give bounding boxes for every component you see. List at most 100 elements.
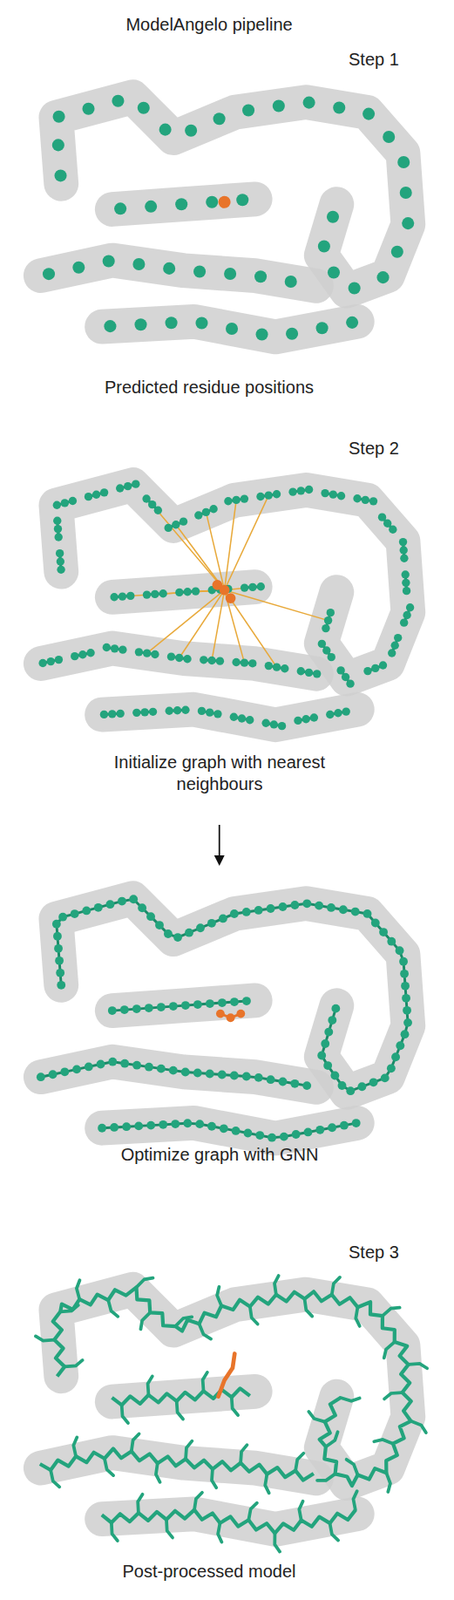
residue-dot: [255, 1130, 265, 1139]
residue-dot: [230, 1070, 239, 1080]
residue-dot: [338, 904, 348, 914]
residue-dot: [285, 327, 299, 340]
residue-dot: [132, 257, 145, 271]
residue-dot: [103, 319, 116, 333]
residue-dot: [284, 275, 298, 288]
residue-dot: [96, 1059, 106, 1069]
residue-dot: [326, 902, 336, 912]
residue-dot: [109, 1122, 119, 1132]
residue-dot: [184, 928, 194, 937]
step-label: Step 2: [348, 437, 400, 460]
residue-dot: [362, 108, 375, 121]
residue-dot: [231, 495, 240, 504]
residue-dot: [181, 1000, 190, 1010]
residue-dot: [290, 900, 299, 909]
residue-dot: [327, 266, 340, 279]
flow-arrow: [218, 824, 221, 863]
residue-dot: [205, 707, 214, 716]
backbone-chain: [56, 898, 408, 1091]
residue-dot: [257, 582, 265, 590]
residue-dot: [181, 1067, 190, 1077]
side-chain: [111, 1521, 118, 1540]
residue-dot: [399, 617, 408, 626]
residue-dot: [55, 548, 64, 557]
residue-dot: [53, 516, 61, 525]
residue-dot: [158, 1119, 168, 1129]
residue-dot: [183, 587, 192, 596]
residue-dot: [254, 1072, 264, 1082]
side-chain: [176, 1400, 183, 1419]
residue-dot: [401, 569, 410, 578]
step3-panel: [35, 1274, 427, 1552]
residue-dot: [379, 927, 388, 936]
residue-dot: [120, 1004, 129, 1014]
residue-dot: [132, 1003, 142, 1013]
residue-dot: [72, 1063, 82, 1073]
residue-dot: [207, 1121, 217, 1131]
residue-dot: [391, 1051, 400, 1061]
residue-dot: [301, 714, 310, 723]
side-chain: [121, 1403, 129, 1423]
residue-dot: [261, 718, 270, 727]
residue-dot: [142, 648, 151, 657]
residue-dot: [401, 993, 411, 1003]
residue-dot: [304, 485, 313, 494]
residue-dot: [231, 1125, 241, 1135]
neighbour-line: [224, 589, 245, 663]
side-chain: [408, 1362, 427, 1368]
residue-dot: [245, 715, 254, 724]
residue-dot: [397, 155, 410, 169]
residue-dot: [54, 955, 64, 965]
side-chain: [304, 1298, 312, 1316]
residue-dot: [337, 491, 346, 500]
side-chain: [166, 1518, 173, 1538]
residue-dot: [54, 169, 68, 182]
residue-dot: [110, 643, 119, 652]
side-chain: [185, 1440, 192, 1459]
residue-dot: [312, 669, 321, 678]
residue-dot: [207, 656, 216, 665]
side-chain: [340, 1396, 360, 1401]
residue-dot: [278, 1077, 288, 1086]
residue-dot: [386, 936, 396, 946]
residue-dot: [60, 498, 69, 507]
residue-dot: [318, 639, 326, 648]
residue-dot: [131, 479, 140, 488]
residue-dot: [379, 660, 387, 669]
residue-dot: [237, 713, 246, 722]
residue-dot: [134, 1120, 143, 1130]
neighbour-line: [152, 504, 225, 590]
residue-dot: [304, 1127, 313, 1137]
residue-dot: [351, 907, 360, 916]
residue-dot: [363, 666, 372, 675]
residue-dot: [182, 1118, 192, 1127]
residue-dot: [272, 489, 281, 498]
residue-dot: [369, 1077, 379, 1086]
residue-dot: [205, 196, 218, 209]
side-chain: [308, 1410, 326, 1422]
residue-dot: [205, 998, 215, 1008]
side-chain: [231, 1395, 238, 1415]
residue-dot: [150, 589, 159, 598]
residue-dot: [97, 1123, 107, 1132]
side-chain: [384, 1391, 403, 1398]
residue-dot: [342, 706, 351, 715]
panel-caption: Initialize graph with nearest neighbours: [110, 751, 329, 795]
residue-dot: [240, 494, 249, 502]
side-chain: [108, 1299, 118, 1316]
residue-dot: [108, 709, 116, 718]
residue-dot: [70, 651, 79, 660]
residue-dot: [357, 1081, 366, 1091]
query-residue: [216, 1009, 225, 1018]
residue-dot: [53, 931, 62, 941]
residue-dot: [399, 545, 408, 554]
residue-dot: [236, 193, 249, 206]
step-label: Step 3: [348, 1240, 400, 1263]
residue-dot: [399, 956, 408, 966]
residue-dot: [302, 898, 312, 908]
step-label: Step 1: [348, 48, 400, 71]
residue-dot: [223, 267, 237, 280]
side-chain: [317, 1472, 336, 1479]
residue-dot: [196, 922, 205, 932]
residue-dot: [108, 1057, 117, 1066]
